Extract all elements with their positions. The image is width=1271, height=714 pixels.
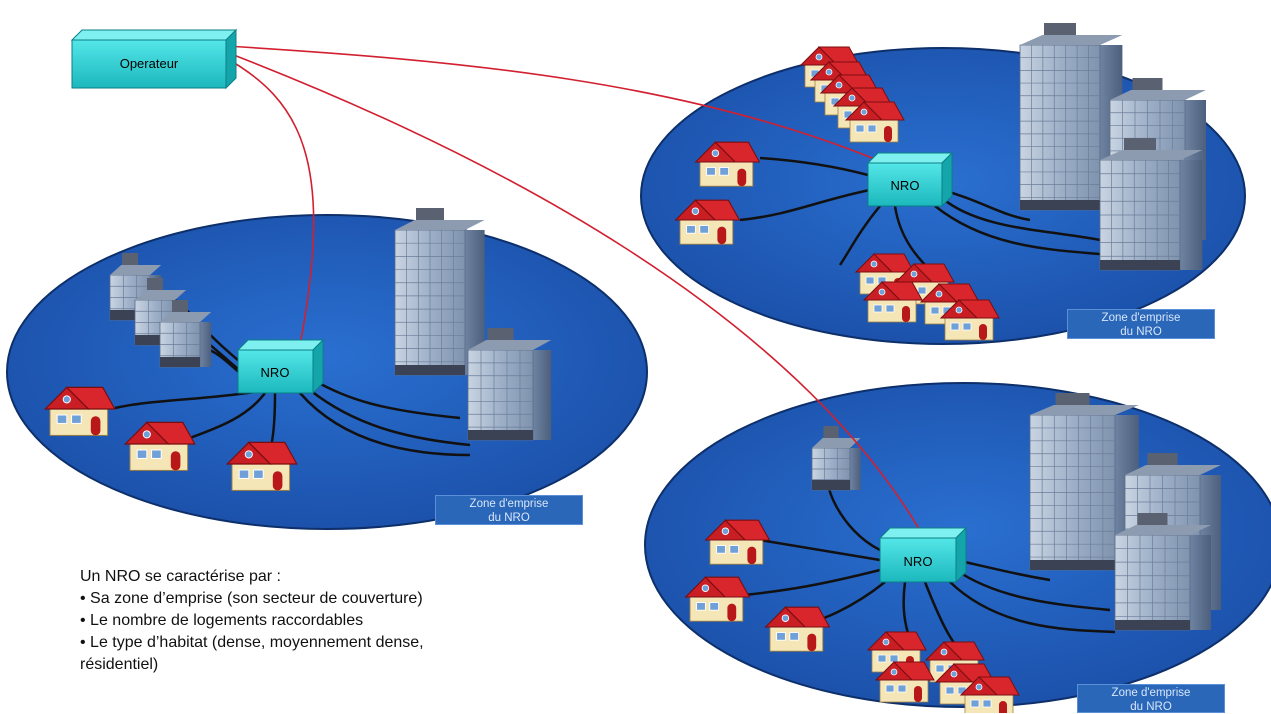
operator-links-group: [225, 45, 931, 549]
buildings-group: [109, 23, 1221, 631]
building-tr-front: [1099, 138, 1203, 271]
link-to-nro-bottom-right: [225, 51, 931, 549]
houses-group: [43, 46, 1020, 713]
house-tr-cluster-8: [862, 281, 923, 323]
nro-box-left: NRO: [236, 338, 325, 395]
cable-8: [299, 392, 471, 457]
cable-7: [309, 389, 471, 447]
cable-4: [189, 392, 267, 440]
cable-24: [949, 581, 1116, 634]
operator-label: Operateur: [120, 56, 179, 71]
nro-label-left: NRO: [261, 365, 290, 380]
cable-14: [941, 197, 1101, 242]
building-left-tall: [394, 208, 485, 376]
nro-label-top-right: NRO: [891, 178, 920, 193]
caption-bullet-1: • Sa zone d’emprise (son secteur de couv…: [80, 590, 423, 607]
house-tr-2: [674, 199, 741, 245]
cable-22: [955, 558, 1051, 582]
nro-box-bottom-right: NRO: [878, 526, 968, 584]
operator-box: Operateur: [70, 28, 238, 90]
house-left-2: [123, 421, 196, 471]
cable-10: [739, 188, 871, 222]
cable-17: [759, 538, 881, 562]
link-to-nro-top-right: [225, 45, 906, 173]
building-br-small: [811, 426, 861, 491]
caption-bullet-4: résidentiel): [80, 656, 159, 673]
cable-18: [744, 568, 881, 597]
cable-23: [955, 568, 1111, 612]
cable-6: [312, 378, 461, 420]
caption-bullet-2: • Le nombre de logements raccordables: [80, 612, 364, 629]
building-left-small-3: [159, 300, 212, 368]
building-br-tall: [1029, 393, 1139, 571]
cable-3: [114, 390, 256, 410]
zone-label-bottom-right: Zone d'emprise du NRO: [1077, 684, 1225, 713]
house-tr-cluster-10: [939, 299, 1000, 341]
house-br-1: [704, 519, 771, 565]
cable-9: [759, 156, 869, 177]
caption-bullet-3: • Le type d’habitat (dense, moyennement …: [80, 634, 424, 651]
zone-label-left: Zone d'emprise du NRO: [435, 495, 583, 525]
house-br-3: [764, 606, 831, 652]
house-tr-1: [694, 141, 761, 187]
house-tr-cluster-5: [844, 101, 905, 143]
house-br-cluster-1: [866, 631, 927, 673]
cable-13: [941, 188, 1031, 222]
cable-11: [838, 205, 881, 266]
building-left-mid: [467, 328, 552, 441]
house-br-cluster-4: [934, 663, 995, 705]
house-br-2: [684, 576, 751, 622]
link-to-nro-left: [225, 57, 315, 346]
house-br-cluster-5: [959, 676, 1020, 713]
nro-label-bottom-right: NRO: [904, 554, 933, 569]
house-br-cluster-3: [874, 661, 935, 703]
nro-box-top-right: NRO: [866, 151, 954, 208]
zone-label-top-right: Zone d'emprise du NRO: [1067, 309, 1215, 339]
house-left-1: [43, 386, 116, 436]
house-left-3: [225, 441, 298, 491]
building-br-front: [1114, 513, 1211, 631]
cable-15: [934, 205, 1111, 257]
caption: Un NRO se caractérise par : • Sa zone d’…: [80, 566, 550, 676]
caption-intro: Un NRO se caractérise par :: [80, 568, 281, 585]
